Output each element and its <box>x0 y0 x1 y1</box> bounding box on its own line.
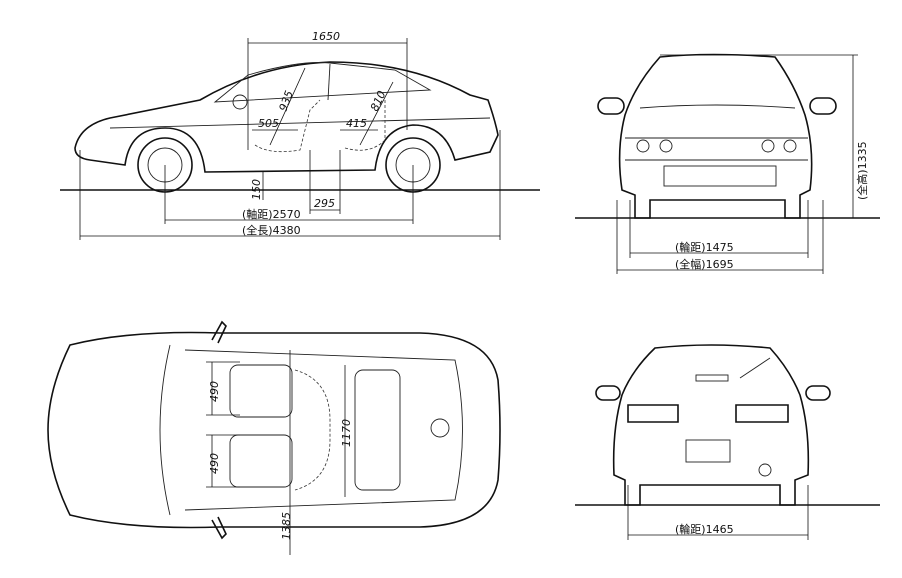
rear-view: (輪距)1465 <box>575 344 880 540</box>
car-body-rear <box>612 344 810 506</box>
dim-overall-length: (全長)4380 <box>242 223 301 237</box>
dim-front-tread: (輪距)1475 <box>675 240 734 254</box>
side-view: 1650 935 810 505 415 150 295 (軸距)2570 (全… <box>60 30 540 240</box>
dim-150: 150 <box>250 179 263 200</box>
dim-505: 505 <box>258 117 279 130</box>
dim-1385: 1385 <box>280 512 293 540</box>
dim-295: 295 <box>314 197 335 210</box>
top-view: 490 490 1170 1385 <box>47 320 501 555</box>
dim-seat-490-b: 490 <box>208 453 221 474</box>
dim-rear-tread: (輪距)1465 <box>675 522 734 536</box>
car-body-side <box>74 61 499 173</box>
dim-935: 935 <box>277 89 296 113</box>
dim-wheelbase: (軸距)2570 <box>242 207 301 221</box>
dim-seat-490-a: 490 <box>208 381 221 402</box>
car-body-top <box>47 331 501 529</box>
mirror <box>232 94 248 110</box>
front-view: (全高)1335 (輪距)1475 (全幅)1695 <box>575 53 880 274</box>
dim-overall-height: (全高)1335 <box>855 141 869 200</box>
dim-1170: 1170 <box>340 419 353 447</box>
dim-415: 415 <box>346 117 367 130</box>
car-body-front <box>618 53 813 219</box>
dim-overall-width: (全幅)1695 <box>675 257 734 271</box>
dim-1650: 1650 <box>312 30 340 43</box>
